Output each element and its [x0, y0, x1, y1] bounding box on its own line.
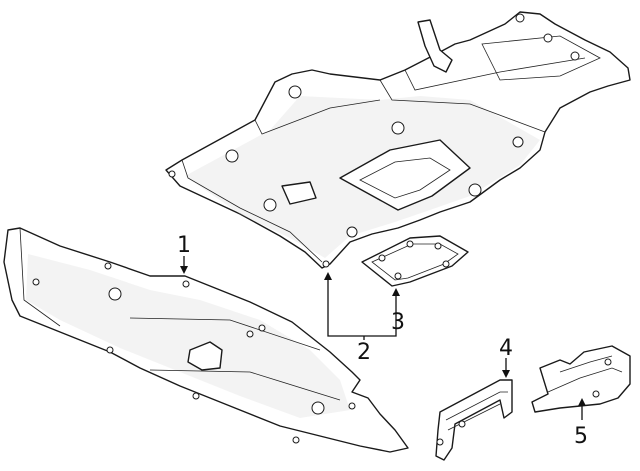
arrow-2 — [324, 272, 332, 280]
part-4-bracket — [435, 379, 513, 461]
arrow-1 — [180, 266, 188, 274]
leader-lines — [180, 256, 586, 420]
callout-3: 3 — [391, 310, 405, 335]
callout-labels: 1 2 3 4 5 — [177, 233, 588, 449]
arrow-4 — [502, 370, 510, 378]
part-5-side-shield — [531, 345, 631, 413]
part-3-bracket-plate — [361, 235, 469, 287]
arrow-3 — [392, 288, 400, 296]
callout-5: 5 — [574, 424, 588, 449]
leader-2-3 — [327, 278, 397, 337]
callout-1: 1 — [177, 233, 191, 258]
arrow-5 — [578, 398, 586, 406]
part-2-upper-shield — [165, 11, 631, 269]
callout-2: 2 — [357, 340, 371, 365]
callout-4: 4 — [499, 336, 513, 361]
part-1-lower-shield — [3, 227, 409, 453]
